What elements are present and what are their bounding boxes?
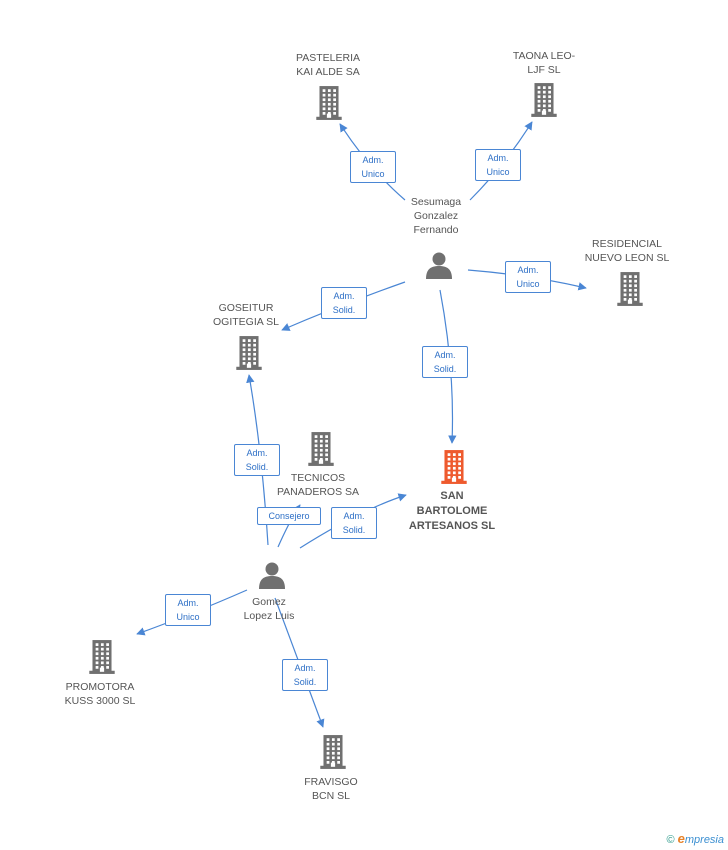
- node-label-line: OGITEGIA SL: [213, 316, 279, 328]
- empresia-logo-text: mpresia: [684, 834, 724, 846]
- node-label-line: LJF SL: [527, 64, 561, 76]
- building-icon[interactable]: [615, 271, 645, 307]
- node-label-line: PROMOTORA: [65, 681, 135, 693]
- edge-label-line: Adm.: [362, 155, 384, 165]
- node-label-line: Gomez: [252, 596, 286, 608]
- node-label-line: NUEVO LEON SL: [584, 252, 670, 264]
- node-tecnicos-panaderos[interactable]: TECNICOS PANADEROS SA: [258, 471, 378, 499]
- edge-label-line: Adm.: [294, 663, 316, 673]
- edge-label-line: Adm.: [517, 265, 539, 275]
- building-icon[interactable]: [234, 335, 264, 371]
- node-pasteleria-kai-alde[interactable]: PASTELERIA KAI ALDE SA: [268, 51, 388, 79]
- edge-label-line: Consejero: [268, 511, 310, 521]
- building-icon[interactable]: [87, 639, 117, 675]
- edge-label-gomez-to-goseitur[interactable]: Adm. Solid.: [234, 444, 280, 476]
- edge-label-sesumaga-to-goseitur[interactable]: Adm. Solid.: [321, 287, 367, 319]
- edge-label-line: Solid.: [433, 364, 457, 374]
- node-promotora-kuss[interactable]: PROMOTORA KUSS 3000 SL: [40, 680, 160, 708]
- edge-label-line: Unico: [486, 167, 510, 177]
- edge-label-line: Adm.: [343, 511, 365, 521]
- node-label-line: GOSEITUR: [218, 302, 274, 314]
- building-icon[interactable]: [318, 734, 348, 770]
- building-icon[interactable]: [529, 82, 559, 118]
- edge-label-sesumaga-to-pasteleria[interactable]: Adm. Unico: [350, 151, 396, 183]
- node-label-line: Sesumaga: [410, 196, 462, 208]
- node-label-line: PASTELERIA: [296, 52, 360, 64]
- edge-label-line: Adm.: [177, 598, 199, 608]
- edge-label-line: Adm.: [333, 291, 355, 301]
- edge-label-gomez-to-fravisgo[interactable]: Adm. Solid.: [282, 659, 328, 691]
- empresia-footer: © empresia: [666, 831, 724, 846]
- copyright-icon: ©: [666, 834, 675, 846]
- node-label-line: Lopez Luis: [243, 610, 295, 622]
- building-icon-main[interactable]: [439, 449, 469, 485]
- building-icon[interactable]: [306, 431, 336, 467]
- edge-label-sesumaga-to-taona[interactable]: Adm. Unico: [475, 149, 521, 181]
- node-label-line: BARTOLOME: [416, 505, 488, 517]
- edge-label-line: Solid.: [245, 462, 269, 472]
- empresia-logo: e: [677, 831, 685, 846]
- node-label-line: TECNICOS: [290, 472, 346, 484]
- edge-label-line: Solid.: [293, 677, 317, 687]
- edge-label-line: Unico: [361, 169, 385, 179]
- edge-label-line: Adm.: [434, 350, 456, 360]
- edge-label-line: Solid.: [332, 305, 356, 315]
- node-label-line: PANADEROS SA: [276, 486, 360, 498]
- edge-label-gomez-to-san_bartolome[interactable]: Adm. Solid.: [331, 507, 377, 539]
- node-label-line: RESIDENCIAL: [591, 238, 663, 250]
- person-icon[interactable]: [425, 251, 453, 279]
- node-goseitur-ogitegia[interactable]: GOSEITUR OGITEGIA SL: [186, 301, 306, 329]
- edge-label-line: Unico: [176, 612, 200, 622]
- building-icon[interactable]: [314, 85, 344, 121]
- node-label-line: Fernando: [413, 224, 459, 236]
- node-label-line: BCN SL: [312, 790, 350, 802]
- edge-label-sesumaga-to-san_bartolome[interactable]: Adm. Solid.: [422, 346, 468, 378]
- edge-label-line: Adm.: [246, 448, 268, 458]
- person-icon[interactable]: [258, 561, 286, 589]
- node-taona-leo-ljf[interactable]: TAONA LEO- LJF SL: [484, 49, 604, 77]
- edge-label-sesumaga-to-residencial[interactable]: Adm. Unico: [505, 261, 551, 293]
- edge-label-line: Unico: [516, 279, 540, 289]
- node-label-line: Gonzalez: [413, 210, 459, 222]
- node-label-line: KUSS 3000 SL: [64, 695, 136, 707]
- node-label-line: TAONA LEO-: [512, 50, 576, 62]
- node-label-line: KAI ALDE SA: [296, 66, 360, 78]
- node-sesumaga-gonzalez-fernando[interactable]: Sesumaga Gonzalez Fernando: [376, 195, 496, 237]
- node-label-line: FRAVISGO: [304, 776, 358, 788]
- edge-label-line: Adm.: [487, 153, 509, 163]
- node-residencial-nuevo-leon[interactable]: RESIDENCIAL NUEVO LEON SL: [567, 237, 687, 265]
- node-fravisgo-bcn[interactable]: FRAVISGO BCN SL: [271, 775, 391, 803]
- node-san-bartolome-artesanos[interactable]: SAN BARTOLOME ARTESANOS SL: [392, 489, 512, 534]
- node-label-line: ARTESANOS SL: [408, 520, 496, 532]
- node-label-line: SAN: [440, 490, 464, 502]
- edge-label-gomez-to-promotora[interactable]: Adm. Unico: [165, 594, 211, 626]
- edge-label-gomez-to-tecnicos[interactable]: Consejero: [257, 507, 321, 525]
- edge-label-line: Solid.: [342, 525, 366, 535]
- node-gomez-lopez-luis[interactable]: Gomez Lopez Luis: [209, 595, 329, 623]
